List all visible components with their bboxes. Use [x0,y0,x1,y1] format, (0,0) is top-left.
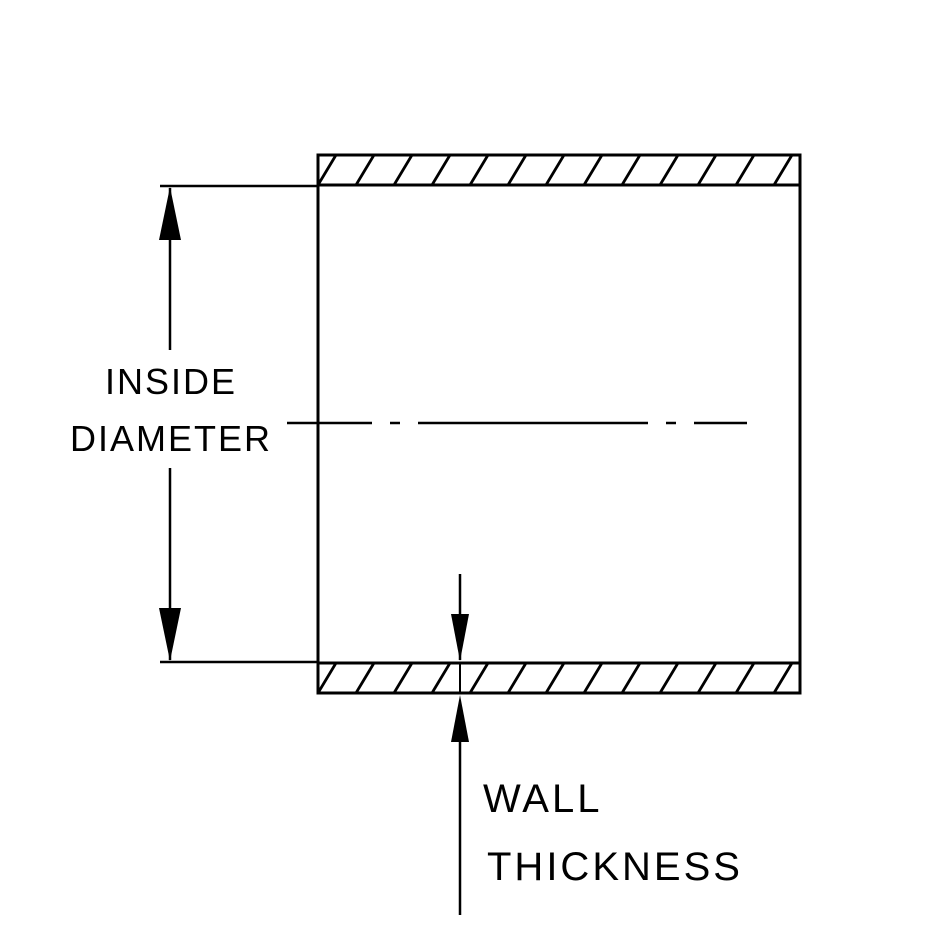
inside-diameter-label-line1: INSIDE [105,361,237,402]
bottom-wall-hatching [318,663,800,693]
wall-thickness-label-line1: WALL [483,777,602,821]
wall-thickness-label-line2: THICKNESS [487,845,743,889]
wall-arrow-down-icon [451,614,469,661]
top-wall-hatching [318,155,800,185]
inside-diameter-label-line2: DIAMETER [70,418,272,459]
arrow-up-icon [159,187,181,240]
arrow-down-icon [159,608,181,661]
wall-arrow-up-icon [451,695,469,742]
